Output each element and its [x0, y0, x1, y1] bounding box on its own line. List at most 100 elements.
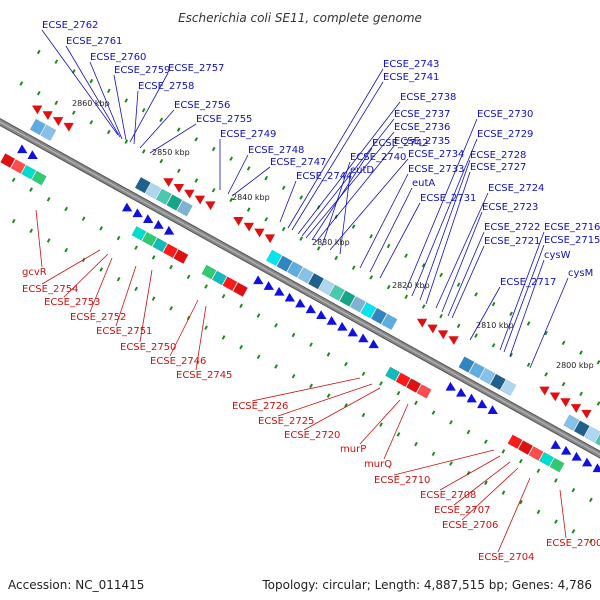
- reverse-leader-line: [453, 461, 511, 506]
- tick-mark: [239, 303, 243, 309]
- forward-leader-line: [311, 147, 373, 241]
- forward-leader-line: [435, 192, 489, 309]
- tick-mark: [89, 120, 94, 125]
- tick-mark: [561, 340, 566, 346]
- forward-leader-line: [227, 154, 249, 195]
- tick-mark: [456, 323, 461, 329]
- forward-gene-label: ECSE_2759: [114, 65, 170, 76]
- tick-mark: [159, 117, 164, 123]
- reverse-gene-arrow: [194, 195, 205, 205]
- forward-leader-line: [447, 231, 485, 317]
- tick-marks: [11, 49, 600, 544]
- reverse-gene-label: ECSE_2707: [434, 505, 490, 516]
- forward-gene-label: ECSE_2729: [477, 129, 533, 140]
- genome-backbone: [0, 117, 600, 459]
- tick-mark: [344, 403, 348, 408]
- forward-gene-block: [155, 188, 172, 206]
- reverse-gene-arrow: [233, 216, 244, 226]
- forward-leader-line: [231, 166, 271, 197]
- reverse-gene-block: [0, 153, 16, 168]
- forward-gene-label: ECSE_2734: [408, 149, 464, 160]
- reverse-gene-arrow: [32, 105, 43, 115]
- tick-mark: [344, 361, 348, 367]
- forward-gene-arrow: [27, 150, 38, 159]
- tick-mark: [544, 372, 548, 377]
- reverse-gene-block: [517, 440, 534, 455]
- tick-mark: [256, 313, 261, 318]
- tick-mark: [281, 226, 286, 232]
- tick-mark: [81, 216, 86, 221]
- forward-gene-label: ECSE_2721: [484, 236, 540, 247]
- tick-mark: [554, 519, 558, 524]
- reverse-gene-block: [10, 159, 26, 174]
- tick-mark: [264, 175, 269, 181]
- forward-gene-block: [134, 176, 151, 194]
- tick-mark: [414, 441, 418, 447]
- forward-leader-line: [305, 131, 395, 239]
- tick-mark: [596, 360, 600, 365]
- reverse-gene-label: ECSE_2726: [232, 401, 288, 412]
- tick-mark: [229, 156, 234, 161]
- forward-gene-arrow: [477, 399, 488, 409]
- reverse-gene-label: murP: [340, 444, 366, 455]
- forward-gene-arrow: [17, 144, 28, 154]
- forward-leader-line: [379, 202, 421, 279]
- forward-gene-label: ECSE_2728: [470, 150, 526, 161]
- reverse-gene-label: ECSE_2708: [420, 490, 476, 501]
- forward-leader-line: [503, 244, 545, 353]
- tick-mark: [414, 400, 418, 406]
- tick-mark: [124, 139, 129, 144]
- tick-mark: [491, 301, 496, 307]
- tick-mark: [509, 352, 513, 358]
- tick-mark: [106, 129, 111, 135]
- forward-gene-label: ECSE_2756: [174, 100, 230, 111]
- tick-mark: [351, 224, 356, 229]
- tick-mark: [36, 49, 41, 55]
- tick-mark: [71, 69, 76, 74]
- forward-gene-block: [489, 373, 506, 391]
- forward-gene-arrow: [445, 381, 456, 391]
- forward-gene-label: ECSE_2757: [168, 63, 224, 74]
- tick-mark: [554, 478, 558, 483]
- forward-gene-label: ECSE_2717: [500, 277, 556, 288]
- tick-mark: [64, 247, 69, 253]
- forward-leader-line: [65, 45, 121, 138]
- tick-mark: [71, 110, 76, 115]
- forward-gene-arrow: [316, 310, 327, 319]
- tick-mark: [194, 178, 199, 183]
- tick-mark: [134, 286, 138, 292]
- forward-leader-line: [405, 118, 478, 291]
- forward-gene-label: ECSE_2743: [383, 59, 439, 70]
- forward-gene-label: ECSE_2737: [394, 109, 450, 120]
- forward-gene-label: ECSE_2731: [420, 193, 476, 204]
- scale-label: 2850 kbp: [152, 148, 190, 157]
- forward-gene-label: ECSE_2748: [248, 145, 304, 156]
- tick-mark: [186, 274, 191, 280]
- forward-gene-label: ECSE_2762: [42, 20, 98, 31]
- tick-mark: [456, 282, 461, 287]
- forward-leader-line: [287, 68, 384, 229]
- tick-mark: [449, 461, 453, 466]
- forward-leader-line: [419, 159, 471, 301]
- tick-mark: [519, 499, 523, 505]
- tick-mark: [526, 362, 531, 367]
- scale-label: 2810 kbp: [476, 321, 514, 330]
- tick-mark: [54, 59, 59, 64]
- reverse-gene-block: [507, 434, 523, 450]
- reverse-gene-arrow: [549, 392, 561, 402]
- reverse-leader-line: [195, 305, 207, 371]
- tick-mark: [439, 313, 443, 319]
- tick-mark: [89, 78, 94, 84]
- reverse-gene-label: ECSE_2704: [478, 552, 534, 563]
- tick-mark: [151, 296, 156, 301]
- forward-gene-arrow: [295, 298, 306, 308]
- tick-mark: [169, 306, 173, 311]
- tick-mark: [361, 412, 366, 418]
- forward-leader-line: [499, 231, 545, 351]
- forward-gene-arrow: [121, 202, 133, 212]
- reverse-gene-block: [173, 249, 189, 264]
- forward-gene-block: [458, 356, 475, 373]
- forward-gene-block: [286, 261, 304, 278]
- tick-mark: [299, 195, 304, 200]
- reverse-gene-block: [21, 164, 37, 180]
